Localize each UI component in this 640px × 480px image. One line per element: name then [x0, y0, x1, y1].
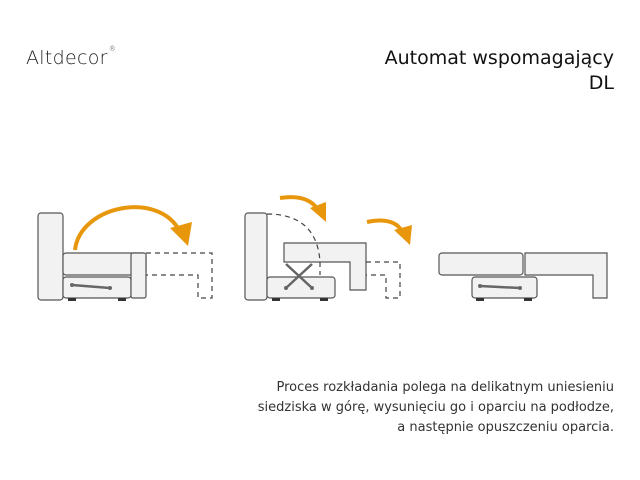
description-line-2: siedziska w górę, wysunięciu go i oparci…: [257, 400, 614, 415]
step-2-base: [266, 276, 336, 299]
step-3-pivot: [478, 284, 482, 288]
step-2-pivot-2: [310, 286, 314, 290]
brand-name: Altdecor: [26, 47, 108, 69]
step-3-backrest-lowered: [438, 252, 524, 276]
step-1-folded-sofa: [37, 212, 147, 301]
step-1-front-block: [130, 252, 147, 299]
brand-logo: Altdecor®: [26, 45, 117, 69]
step-2-lifted-seat: [283, 242, 367, 291]
step-1-target-outline: [146, 252, 213, 299]
registered-mark: ®: [108, 45, 117, 53]
step-3-mechanism-arm: [479, 284, 521, 290]
step-3-unfolded-bed: [438, 252, 608, 301]
step-3-seat-extended: [524, 252, 608, 299]
step-3-leg-left: [476, 298, 484, 301]
step-1-leg-right: [118, 298, 126, 301]
step-1-leg-left: [68, 298, 76, 301]
step-2-mechanism-arm-b: [285, 263, 313, 289]
description: Proces rozkładania polega na delikatnym …: [254, 378, 614, 438]
title-line-1: Automat wspomagający: [384, 47, 614, 69]
step-2-arrow-lift: [279, 195, 326, 222]
step-1-arrow: [73, 205, 192, 251]
step-2-backrest: [244, 212, 268, 301]
description-line-1: Proces rozkładania polega na delikatnym …: [276, 380, 615, 395]
step-3-pivot-2: [518, 286, 522, 290]
step-2-target-outline: [266, 213, 401, 299]
page-title: Automat wspomagający DL: [385, 46, 614, 96]
step-2-leg-right: [320, 298, 328, 301]
step-1-pivot-2: [108, 286, 112, 290]
description-line-3: a następnie opuszczeniu oparcia.: [397, 420, 614, 435]
step-1-backrest: [37, 212, 64, 301]
step-2-sofa: [244, 212, 367, 301]
title-line-2: DL: [588, 72, 614, 94]
step-2-pivot: [284, 286, 288, 290]
step-2-arrow-slide: [366, 218, 412, 245]
step-3-leg-right: [524, 298, 532, 301]
step-1-pivot: [70, 283, 74, 287]
step-1-mechanism-arm: [71, 283, 111, 290]
step-2-leg-left: [272, 298, 280, 301]
